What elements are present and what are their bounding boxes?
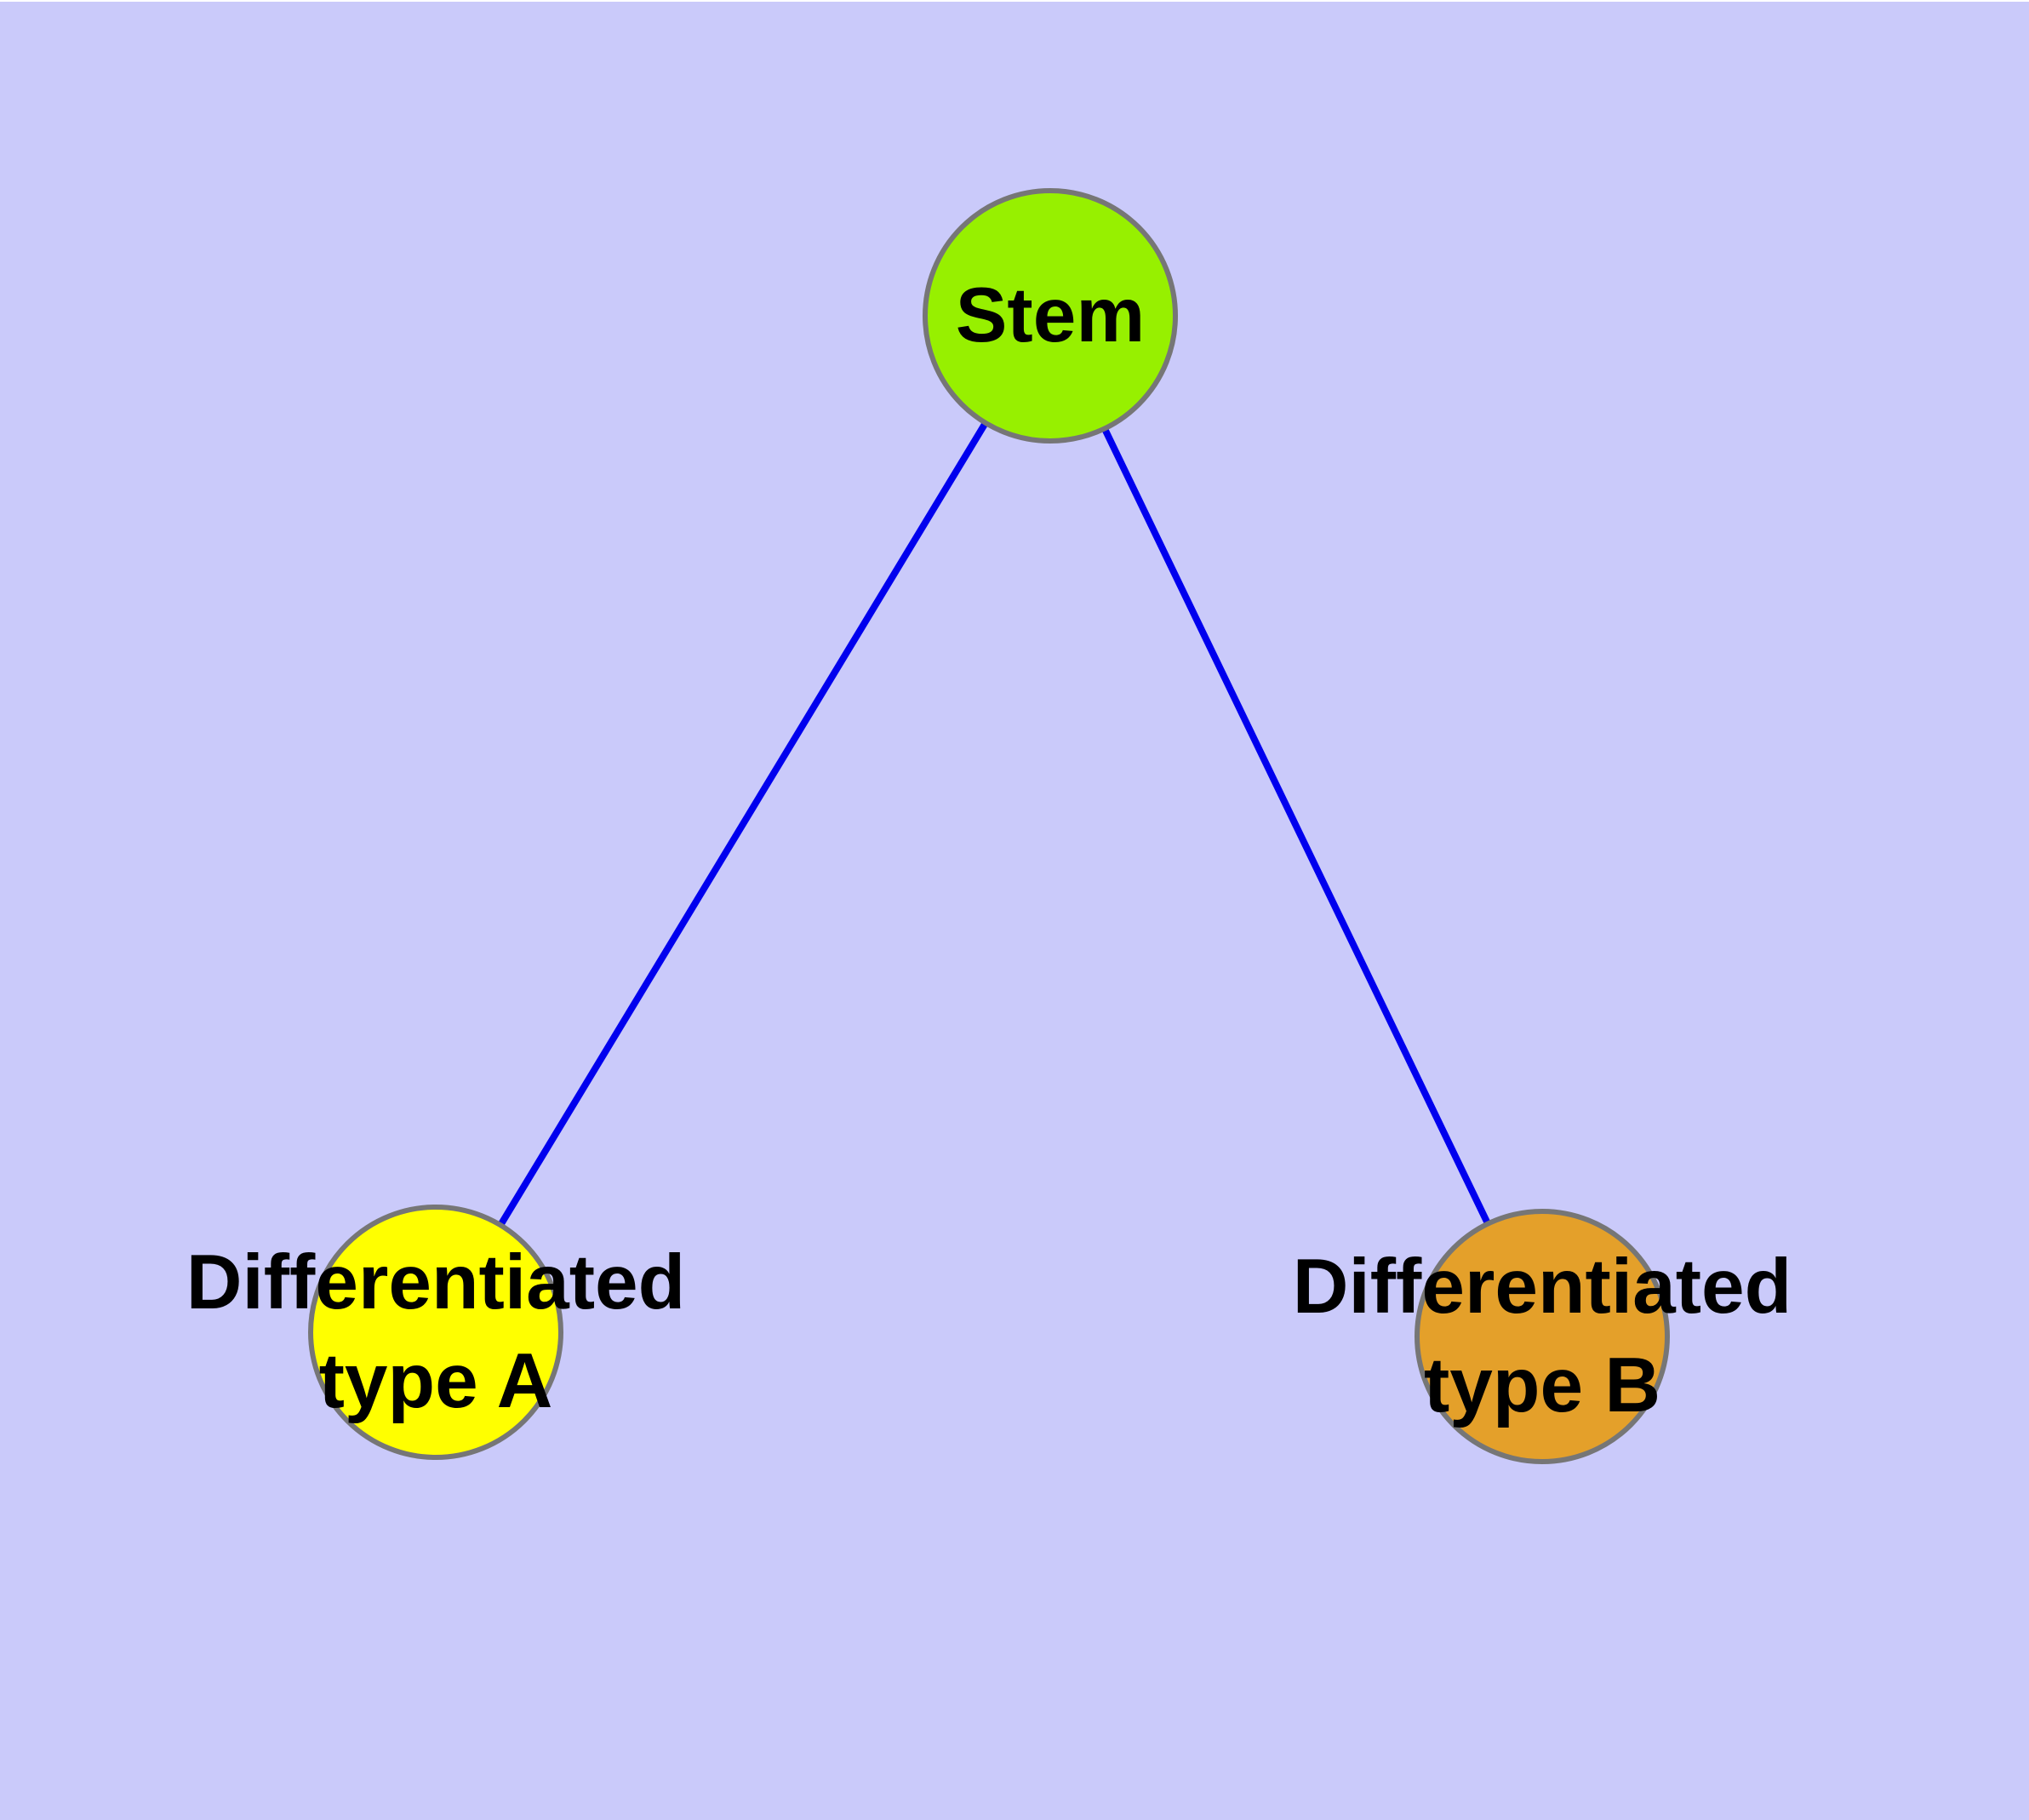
edge-stem-diff-b: [1047, 314, 1546, 1338]
node-diff-b: [1415, 1209, 1670, 1464]
edge-stem-diff-a: [432, 313, 1054, 1335]
node-label-diff-b: Differentiated type B: [1292, 1244, 1792, 1428]
node-diff-a: [308, 1205, 563, 1460]
node-label-stem: Stem: [955, 272, 1146, 358]
node-stem: [923, 188, 1178, 444]
node-label-diff-a: Differentiated type A: [186, 1239, 686, 1424]
top-margin-strip: [0, 0, 2029, 2]
